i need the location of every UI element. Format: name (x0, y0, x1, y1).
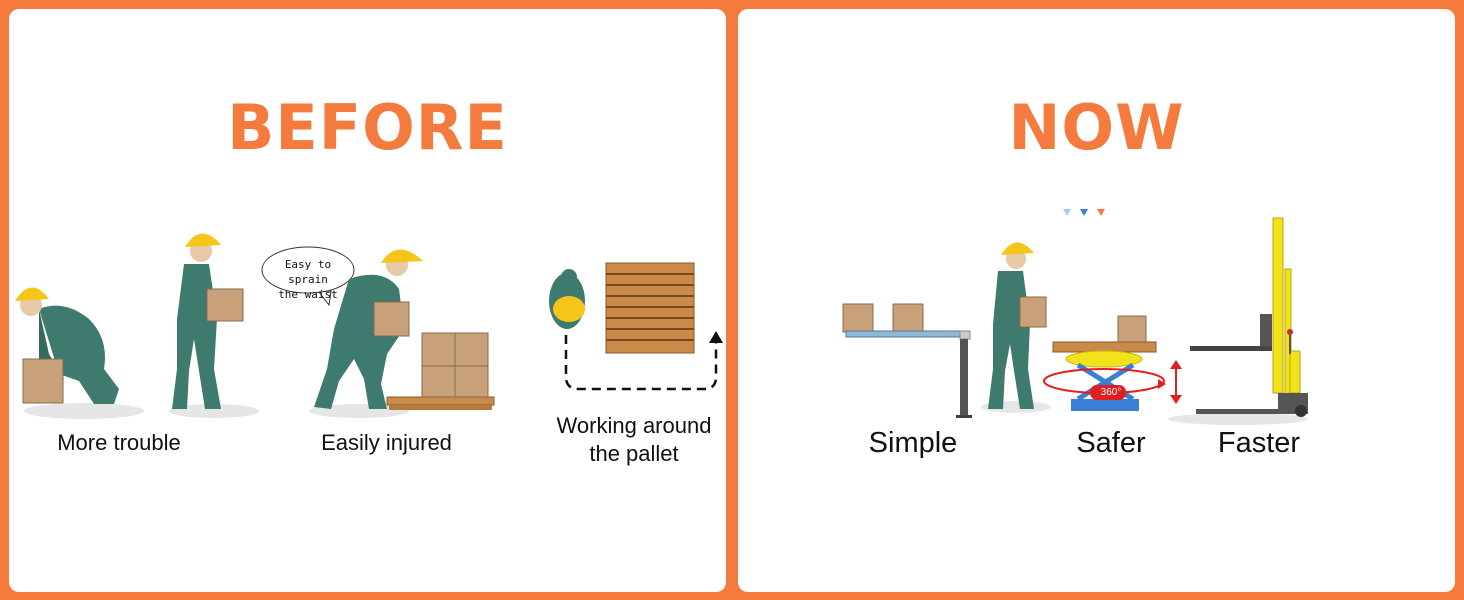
before-heading: BEFORE (227, 91, 508, 164)
caption-line: Working around (556, 413, 712, 438)
decorative-triangle-icon (1097, 209, 1105, 216)
pallet-top-view (605, 262, 695, 354)
standing-worker-figure (172, 233, 244, 409)
rotating-lift-table (1043, 315, 1182, 411)
shadow (24, 403, 144, 419)
speech-bubble-text: Easy to sprain the waist (262, 247, 354, 301)
now-panel: NOW (738, 9, 1455, 592)
speech-line: Easy to sprain (284, 258, 332, 286)
caption-safer: Safer (1076, 427, 1146, 459)
caption-easily-injured: Easily injured (321, 430, 452, 455)
shadow (169, 404, 259, 418)
electric-stacker (1168, 217, 1308, 425)
stacked-boxes-on-pallet (386, 332, 495, 410)
before-illustrations (15, 233, 723, 419)
caption-more-trouble: More trouble (57, 430, 181, 455)
crouching-worker-figure (15, 287, 119, 404)
bending-worker-figure (314, 249, 423, 409)
caption-faster: Faster (1217, 427, 1301, 459)
dashed-path-arrow (564, 335, 718, 391)
speech-bubble (261, 246, 355, 294)
now-illustrations (842, 209, 1308, 425)
rotation-360-badge: 360° (1100, 387, 1122, 398)
top-view-worker-figure (549, 269, 585, 329)
before-panel: BEFORE (9, 9, 726, 592)
caption-simple: Simple (868, 427, 958, 459)
decorative-triangle-icon (1080, 209, 1088, 216)
roller-conveyor (842, 303, 972, 418)
now-heading: NOW (1008, 91, 1185, 164)
decorative-triangle-icon (1063, 209, 1071, 216)
standing-worker-figure (988, 242, 1047, 409)
caption-working-around: Working around the pallet (544, 412, 724, 468)
speech-line: the waist (278, 288, 338, 301)
caption-line: the pallet (589, 441, 679, 466)
